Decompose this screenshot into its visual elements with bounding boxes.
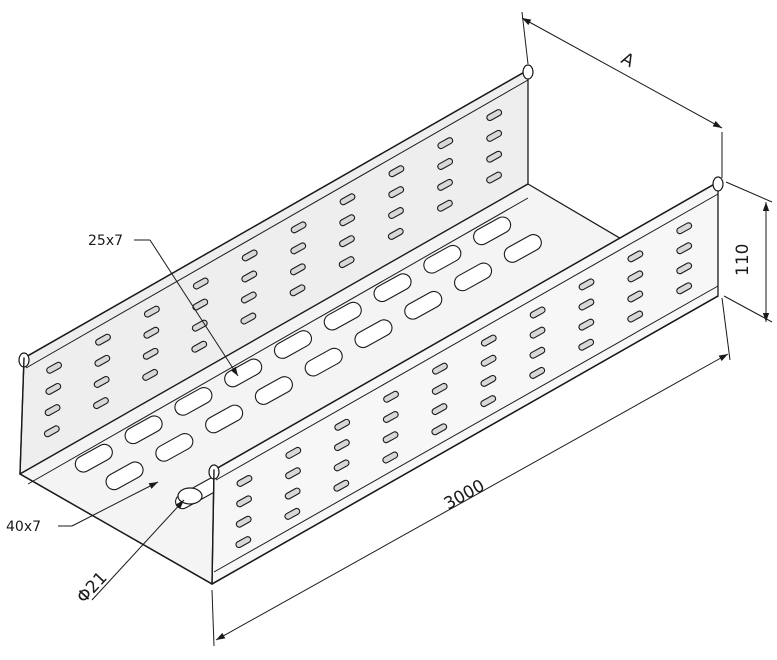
base-slot [404,290,443,320]
wall-slot [627,290,644,303]
base-slot [74,443,113,473]
base-slot [473,216,512,246]
wall-slot [480,334,497,347]
wall-slot [93,375,110,388]
base-slot [155,433,194,462]
wall-slot [437,178,453,191]
back-wall-slots [43,109,503,438]
wall-slot [46,361,63,374]
wall-slot [387,227,404,240]
wall-slot [338,256,355,269]
wall-slot [627,310,644,323]
wall-slot [93,397,109,410]
wall-slot [578,338,595,351]
wall-slot [241,270,258,283]
wall-slot [192,298,209,311]
wall-slot [529,326,546,339]
wall-slot [437,199,453,212]
wall-slot [289,263,306,276]
tray-end-edge [19,473,213,585]
wall-slot [578,298,595,311]
wall-slot [143,305,160,318]
dimension-width: A [521,11,723,178]
wall-slot [339,235,355,248]
dimension-height-label: 110 [733,244,753,276]
base-slot [105,461,144,491]
wall-slot [339,193,356,206]
wall-slot [676,222,693,235]
wall-slot [290,221,307,234]
wall-slot [529,306,546,319]
base-slot [323,301,362,331]
callout-base-slot: 40x7 [6,481,159,535]
wall-slot [388,186,405,199]
wall-slot [45,382,62,395]
wall-slot [627,250,644,263]
callout-side-slot-label: 25x7 [88,233,123,249]
callout-side-slot: 25x7 [88,233,239,377]
base-slot [174,386,213,416]
back-wall-end-edge [19,357,25,475]
wall-slot [339,214,356,227]
wall-slot [142,347,159,360]
wall-slot [437,158,454,170]
wall-slot [142,368,159,381]
wall-slot [289,284,306,297]
wall-slot [290,242,307,255]
wall-slot [578,318,595,331]
wall-slot [192,277,209,290]
wall-slot [578,278,595,291]
wall-slot [388,165,405,178]
base-slot [124,415,163,445]
wall-slot [676,242,693,255]
wall-slot [388,207,404,219]
dimension-height: 110 [723,181,773,323]
wall-slot [191,340,208,353]
base-slot [503,234,542,263]
base-slot [454,262,493,292]
wall-slot [486,109,503,122]
wall-slot [44,404,61,417]
wall-slot [486,129,503,142]
callout-hole-label: Φ21 [73,568,112,607]
wall-slot [627,270,644,283]
wall-slot [676,262,693,275]
wall-slot [43,425,60,438]
wall-slot [95,333,111,346]
wall-slot [240,312,257,325]
back-side-wall [18,64,534,475]
wall-slot [240,291,257,304]
dimension-width-label: A [618,49,638,72]
base-slot [373,273,412,303]
callout-base-slot-label: 40x7 [6,519,41,535]
wall-slot [676,282,693,295]
wall-slot [94,354,111,367]
base-hole [177,487,203,505]
wall-slot [486,150,503,163]
wall-slot [437,137,454,150]
wall-slot [486,171,502,184]
base-slot [423,244,462,274]
wall-slot [241,249,258,262]
wall-slot [143,326,160,339]
dimension-length-label: 3000 [441,476,489,514]
front-wall-end-edge [211,469,215,585]
base-slot [354,319,393,349]
